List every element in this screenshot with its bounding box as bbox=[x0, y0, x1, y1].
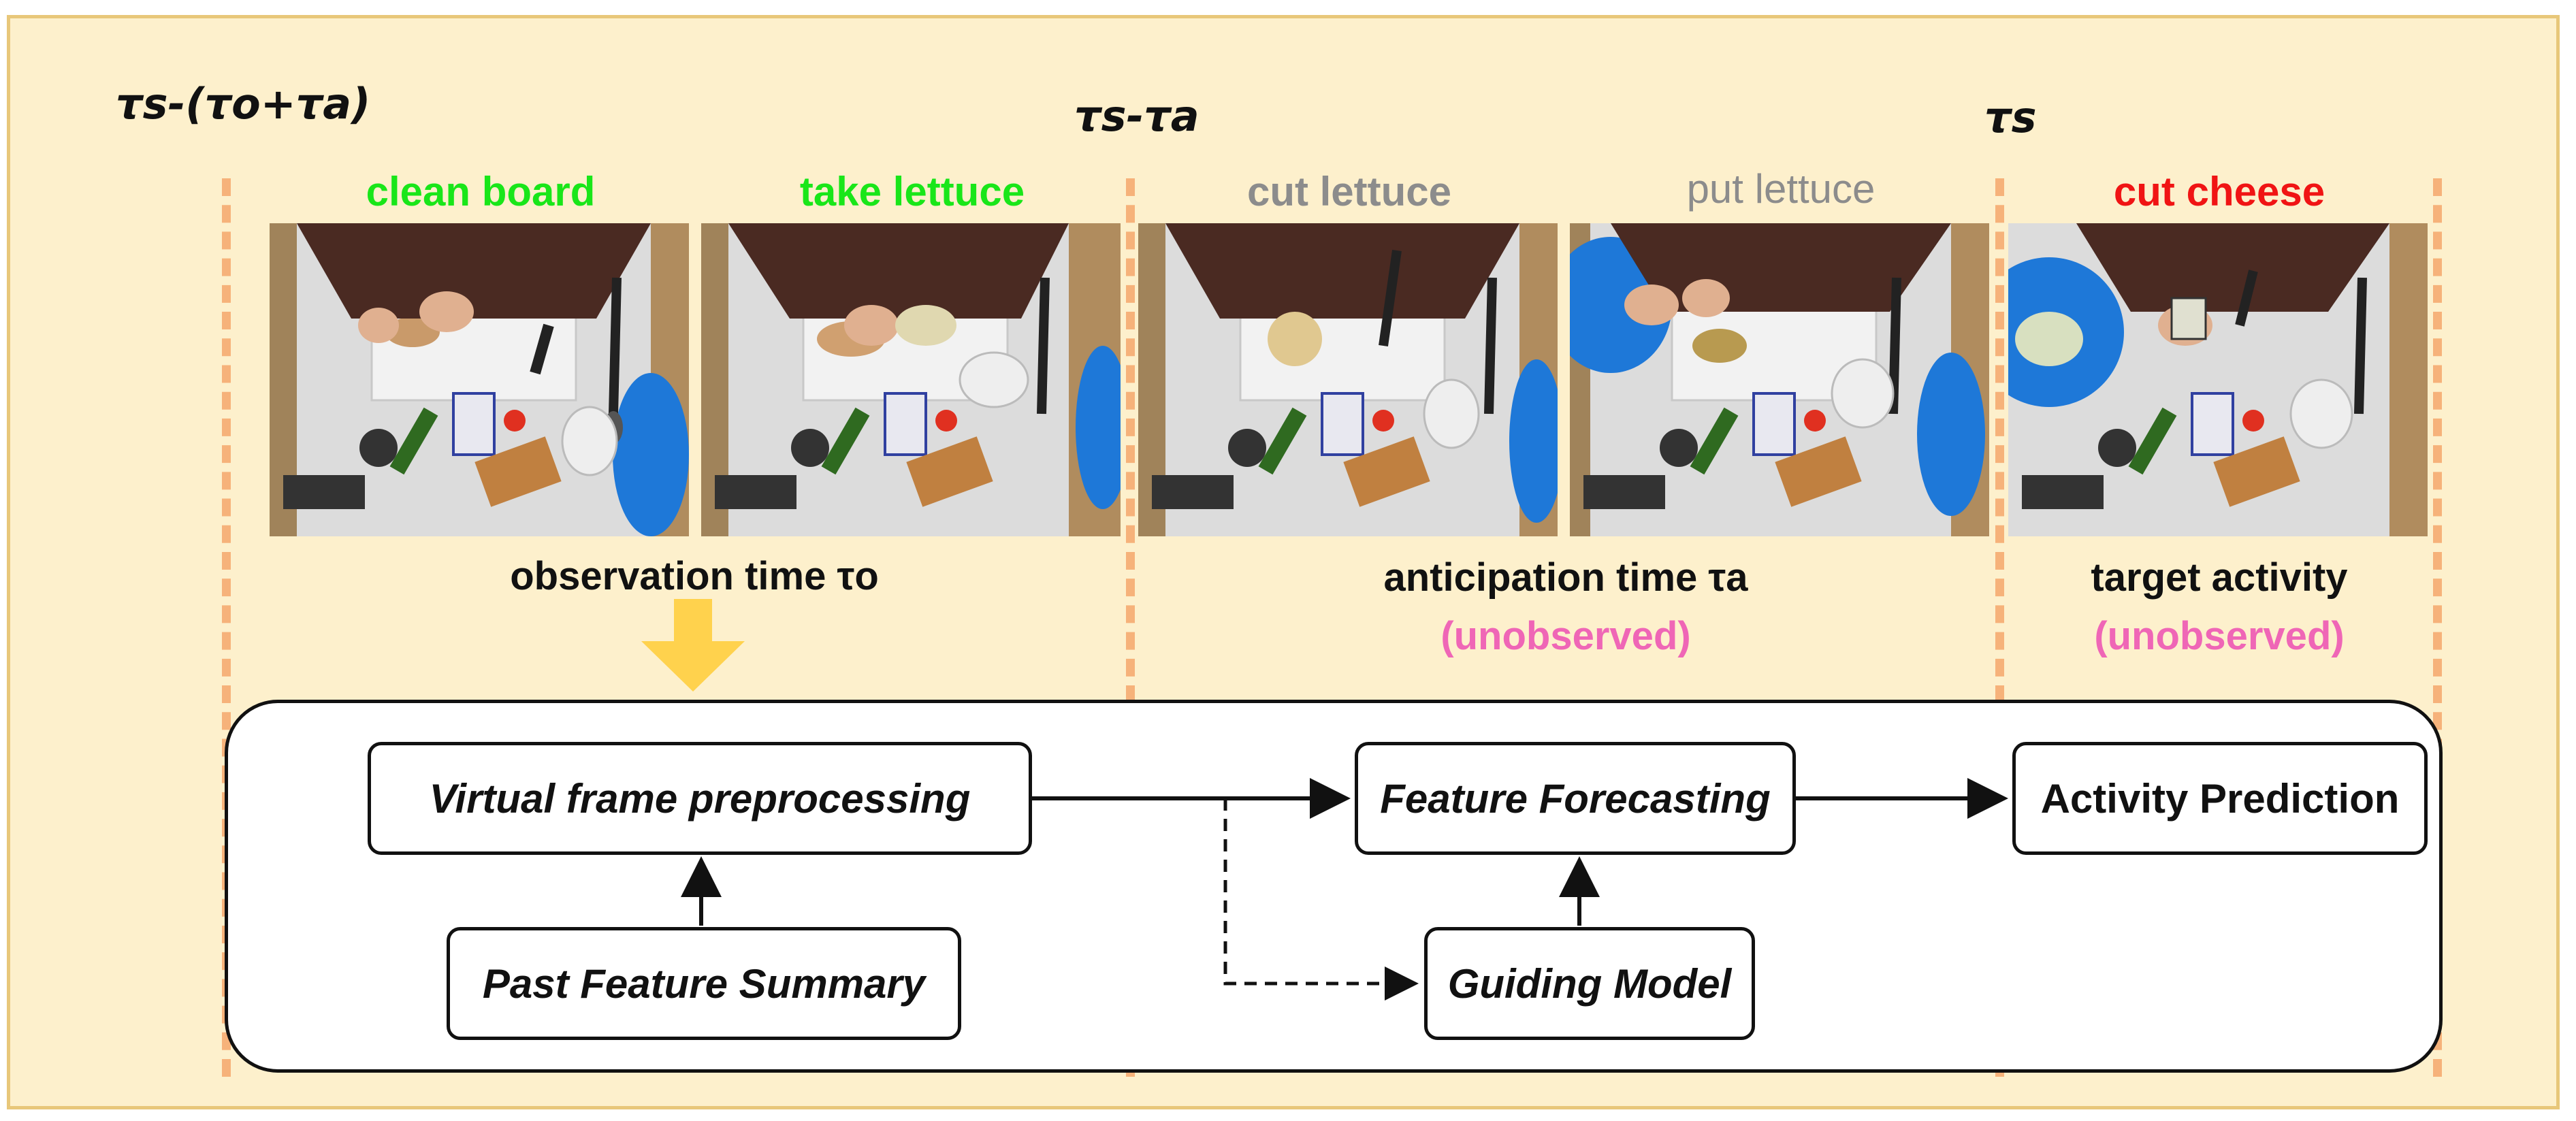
anticipation-unobserved-note: (unobserved) bbox=[1440, 614, 1691, 658]
virtual-frame-preprocessing-box: Virtual frame preprocessing bbox=[368, 742, 1032, 855]
activity-label-cut-lettuce: cut lettuce bbox=[1246, 169, 1452, 214]
observation-time-label: observation time τo bbox=[510, 554, 879, 598]
activity-prediction-box: Activity Prediction bbox=[2012, 742, 2428, 855]
past-feature-summary-box: Past Feature Summary bbox=[447, 927, 961, 1040]
arrow-virtual-to-guiding-dashed bbox=[1223, 798, 1419, 1001]
time-label-middle: τs-τa bbox=[1074, 91, 1200, 141]
target-unobserved-note: (unobserved) bbox=[2094, 614, 2345, 658]
feature-forecasting-box: Feature Forecasting bbox=[1355, 742, 1796, 855]
observation-down-arrow bbox=[641, 599, 745, 692]
time-label-start: τs-(τo+τa) bbox=[116, 79, 371, 129]
video-frame-clean-board bbox=[270, 223, 689, 536]
activity-label-take-lettuce: take lettuce bbox=[799, 169, 1025, 214]
activity-label-put-lettuce: put lettuce bbox=[1686, 166, 1875, 212]
anticipation-time-label: anticipation time τa bbox=[1383, 555, 1748, 600]
target-activity-label: target activity bbox=[2091, 555, 2348, 600]
video-frame-take-lettuce bbox=[701, 223, 1121, 536]
video-frame-cut-cheese bbox=[2008, 223, 2428, 536]
time-label-end: τs bbox=[1984, 93, 2037, 142]
video-frame-cut-lettuce bbox=[1138, 223, 1558, 536]
activity-label-cut-cheese: cut cheese bbox=[2113, 169, 2325, 214]
video-frame-put-lettuce bbox=[1570, 223, 1989, 536]
guiding-model-box: Guiding Model bbox=[1424, 927, 1755, 1040]
activity-label-clean-board: clean board bbox=[366, 169, 596, 214]
